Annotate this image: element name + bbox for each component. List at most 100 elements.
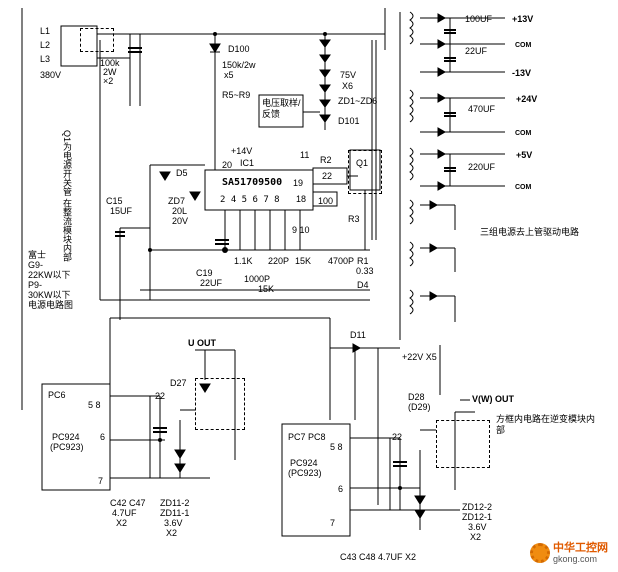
ic1-part: SA51709500	[222, 177, 283, 188]
pc7-pc923: (PC923)	[288, 468, 322, 478]
zener-names: ZD1~ZD6	[338, 96, 378, 106]
r1-value: 0.33	[356, 266, 374, 276]
zener-qty: X6	[342, 81, 354, 91]
bridge-module	[80, 28, 114, 52]
pc6-pin7: 7	[98, 476, 104, 486]
r3-label: R3	[348, 214, 360, 224]
r-1k1: 1.1K	[234, 256, 253, 266]
u-r22: 22	[155, 391, 166, 401]
r-15k: 15K	[295, 256, 312, 266]
input-resistor: 100k	[100, 58, 120, 68]
feedback-label: 电压取样/反馈	[262, 98, 301, 119]
ic1-pin20: 20	[222, 160, 233, 170]
d5-label: D5	[176, 168, 188, 178]
input-l2: L2	[40, 40, 51, 50]
r2-label: R2	[320, 155, 332, 165]
u-zd-v: 3.6V	[164, 518, 183, 528]
startup-qty: x5	[224, 70, 234, 80]
d4-label: D4	[357, 280, 369, 290]
u-zd-qty: X2	[166, 528, 178, 538]
u-cap-qty: X2	[116, 518, 128, 528]
d100-label: D100	[228, 44, 250, 54]
v-zd-v: 3.6V	[468, 522, 487, 532]
c15-label: C15	[106, 196, 123, 206]
u-zds: ZD11-2	[160, 498, 190, 508]
d101-label: D101	[338, 116, 360, 126]
pc6-pin6: 6	[100, 432, 106, 442]
title-line-3: 22KW以下	[28, 270, 71, 280]
out-cap-100uf: 100UF	[465, 14, 493, 24]
input-voltage: 380V	[40, 70, 62, 80]
input-l3: L3	[40, 54, 51, 64]
u-caps: C42 C47	[110, 498, 146, 508]
r1-label: R1	[357, 256, 369, 266]
gear-icon	[530, 543, 550, 563]
title-note: 富士 G9- 22KW以下 P9- 30KW以下 电源电路图	[28, 250, 73, 310]
q1-note: Q1为电源开关管 在整流模块内部	[62, 130, 72, 262]
v-zds2: ZD12-1	[462, 512, 493, 522]
input-resistor-qty: ×2	[103, 76, 114, 86]
ic1-pins-row: 2 4 5 6 7 8	[220, 195, 280, 205]
d29-label: (D29)	[408, 402, 431, 412]
c-4700p: 4700P	[328, 256, 355, 266]
ic1-supply: +14V	[231, 146, 253, 156]
pc6-pc923: (PC923)	[50, 442, 84, 452]
v-zds: ZD12-2	[462, 502, 493, 512]
out-com-1: COM	[515, 42, 532, 49]
u-out-title: U OUT	[188, 338, 216, 348]
v-out-title: V(W) OUT	[472, 394, 514, 404]
watermark-logo: 中华工控网 gkong.com	[530, 542, 608, 564]
d27-label: D27	[170, 378, 187, 388]
out-minus13v: -13V	[512, 68, 532, 78]
c15-value: 15UF	[110, 206, 133, 216]
plus22v-label: +22V X5	[402, 352, 437, 362]
v-igbt-module	[436, 420, 490, 468]
u-igbt-module	[195, 378, 245, 430]
u-cap-val: 4.7UF	[112, 508, 137, 518]
v-r22: 22	[392, 432, 403, 442]
pc7-pin7: 7	[330, 518, 336, 528]
d11-label: D11	[350, 330, 366, 340]
pc6-pc924: PC924	[52, 432, 80, 442]
input-l1: L1	[40, 26, 51, 36]
ic1-pin19: 19	[293, 178, 304, 188]
pc7-label: PC7 PC8	[288, 432, 326, 442]
title-line-4: P9-	[28, 280, 43, 290]
ic1-pin9-10: 9 10	[292, 225, 310, 235]
out-plus24v: +24V	[516, 94, 538, 104]
zener-voltage: 75V	[340, 70, 357, 80]
ic1-pin11: 11	[300, 150, 310, 160]
ic1-name: IC1	[240, 158, 255, 168]
out-cap-220uf: 220UF	[468, 162, 496, 172]
out-cap-470uf: 470UF	[468, 104, 496, 114]
c19-label: C19	[196, 268, 213, 278]
c-220p: 220P	[268, 256, 290, 266]
title-line-2: G9-	[28, 260, 44, 270]
watermark-text: 中华工控网 gkong.com	[553, 541, 608, 565]
pc6-pins58: 5 8	[88, 400, 101, 410]
zd7-value: 20L	[172, 206, 188, 216]
q1-module	[348, 150, 382, 194]
pc6-label: PC6	[48, 390, 66, 400]
c-1000p: 1000P	[244, 274, 271, 284]
v-caps: C43 C48 4.7UF X2	[340, 552, 417, 562]
zd7-voltage: 20V	[172, 216, 189, 226]
zd7-label: ZD7	[168, 196, 186, 206]
watermark-cn: 中华工控网	[553, 541, 608, 554]
pc7-pc924: PC924	[290, 458, 318, 468]
drive-note: 三组电源去上管驱动电路	[480, 227, 580, 237]
module-note: 方框内电路在逆变模块内部	[496, 414, 596, 435]
startup-resistor: 150k/2w	[222, 60, 256, 70]
title-line-1: 富士	[28, 250, 47, 260]
d28-label: D28	[408, 392, 425, 402]
c19-value: 22UF	[200, 278, 223, 288]
out-plus13v: +13V	[512, 14, 534, 24]
out-com-2: COM	[515, 130, 532, 137]
title-line-6: 电源电路图	[28, 300, 74, 310]
u-zds2: ZD11-1	[160, 508, 190, 518]
r-15k-b: 15K	[258, 284, 275, 294]
q1-label: Q1	[356, 158, 369, 168]
v-zd-qty: X2	[470, 532, 482, 542]
